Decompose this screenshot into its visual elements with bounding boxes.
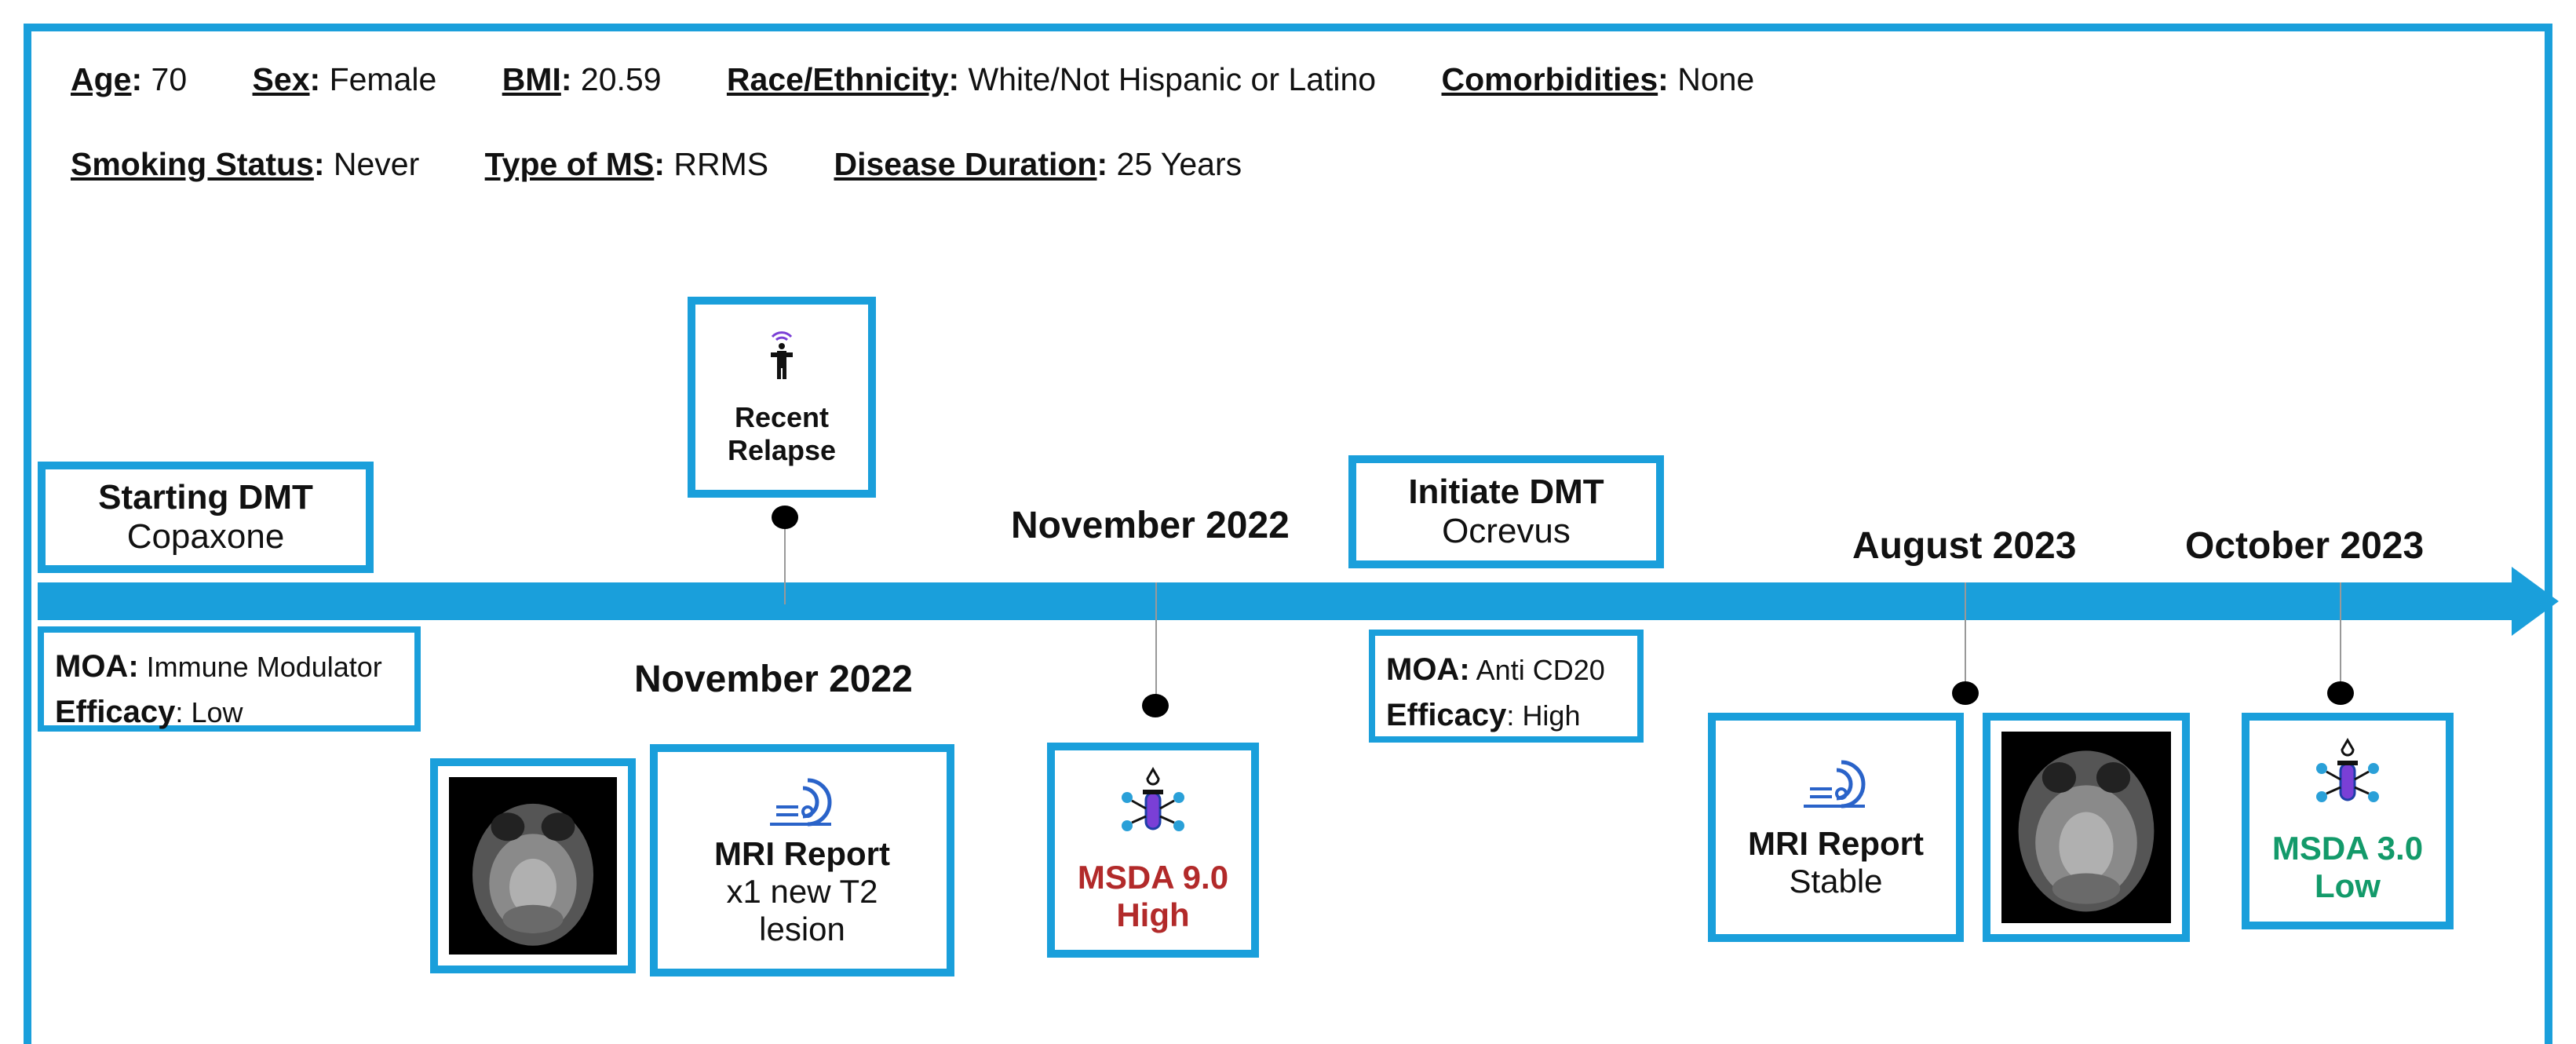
recent-relapse-box: Recent Relapse (688, 297, 876, 498)
age-value: 70 (151, 61, 188, 97)
msda-level: Low (2315, 867, 2381, 904)
patient-info-row-2: Smoking Status: Never Type of MS: RRMS D… (71, 146, 1242, 182)
age-label: Age (71, 61, 132, 97)
ms-type-value: RRMS (673, 146, 769, 182)
ms-type-label: Type of MS (484, 146, 655, 182)
sex-value: Female (329, 61, 437, 97)
mri-report-title: MRI Report (714, 835, 890, 872)
msda-score: MSDA 3.0 (2271, 830, 2424, 867)
starting-dmt-title: Starting DMT (98, 478, 313, 517)
date-label: November 2022 (634, 659, 913, 700)
date-label: August 2023 (1852, 525, 2077, 567)
person-signal-icon (771, 331, 793, 379)
smoking-value: Never (333, 146, 420, 182)
duration-label: Disease Duration (834, 146, 1097, 182)
patient-info-row-1: Age: 70 Sex: Female BMI: 20.59 Race/Ethn… (71, 61, 1755, 97)
mri-report-box: MRI Report x1 new T2 lesion (650, 744, 954, 976)
efficacy-value: High (1522, 699, 1581, 732)
relapse-line-2: Relapse (727, 434, 837, 466)
mri-scan-icon (770, 778, 832, 827)
smoking-label: Smoking Status (71, 146, 314, 182)
mri-report-title: MRI Report (1748, 825, 1924, 862)
mri-report-line-3: lesion (759, 911, 845, 947)
mri-scan-icon (1804, 760, 1866, 809)
mri-report-line-2: Stable (1789, 863, 1883, 900)
event-marker-dot (1142, 694, 1169, 717)
starting-dmt-drug: Copaxone (126, 517, 285, 556)
moa-label: MOA: (55, 649, 139, 684)
efficacy-label: Efficacy (55, 695, 176, 729)
moa-box-copaxone: MOA: Immune Modulator Efficacy: Low (38, 626, 421, 732)
bmi-label: BMI (502, 61, 561, 97)
starting-dmt-box: Starting DMT Copaxone (38, 462, 374, 573)
event-marker-dot (772, 506, 798, 529)
bmi-value: 20.59 (580, 61, 662, 97)
mri-report-box: MRI Report Stable (1708, 713, 1964, 942)
test-tube-molecule-icon (1122, 767, 1184, 831)
event-marker-dot (1952, 681, 1979, 705)
mri-scan-image (430, 758, 636, 973)
moa-value: Immune Modulator (146, 651, 382, 683)
relapse-line-1: Recent (734, 401, 830, 433)
duration-value: 25 Years (1116, 146, 1242, 182)
race-value: White/Not Hispanic or Latino (968, 61, 1377, 97)
moa-box-ocrevus: MOA: Anti CD20 Efficacy: High (1369, 630, 1644, 743)
race-label: Race/Ethnicity (726, 61, 949, 97)
comorbidities-label: Comorbidities (1441, 61, 1658, 97)
sex-label: Sex (252, 61, 310, 97)
moa-label: MOA: (1386, 652, 1470, 687)
moa-value: Anti CD20 (1476, 654, 1605, 686)
date-label: November 2022 (1011, 505, 1290, 546)
msda-level: High (1116, 896, 1190, 933)
initiate-dmt-drug: Ocrevus (1442, 512, 1571, 550)
test-tube-molecule-icon (2316, 738, 2379, 802)
outer-frame (24, 24, 2552, 1044)
date-label: October 2023 (2185, 525, 2425, 567)
efficacy-label: Efficacy (1386, 698, 1507, 732)
msda-score: MSDA 9.0 (1077, 859, 1229, 896)
mri-scan-image (1983, 713, 2190, 942)
event-marker-dot (2327, 681, 2354, 705)
initiate-dmt-box: Initiate DMT Ocrevus (1348, 455, 1664, 568)
comorbidities-value: None (1677, 61, 1755, 97)
msda-high-box: MSDA 9.0 High (1047, 743, 1259, 958)
msda-low-box: MSDA 3.0 Low (2242, 713, 2454, 929)
efficacy-value: Low (191, 696, 243, 728)
mri-report-line-2: x1 new T2 (726, 873, 878, 910)
initiate-dmt-title: Initiate DMT (1408, 473, 1604, 511)
